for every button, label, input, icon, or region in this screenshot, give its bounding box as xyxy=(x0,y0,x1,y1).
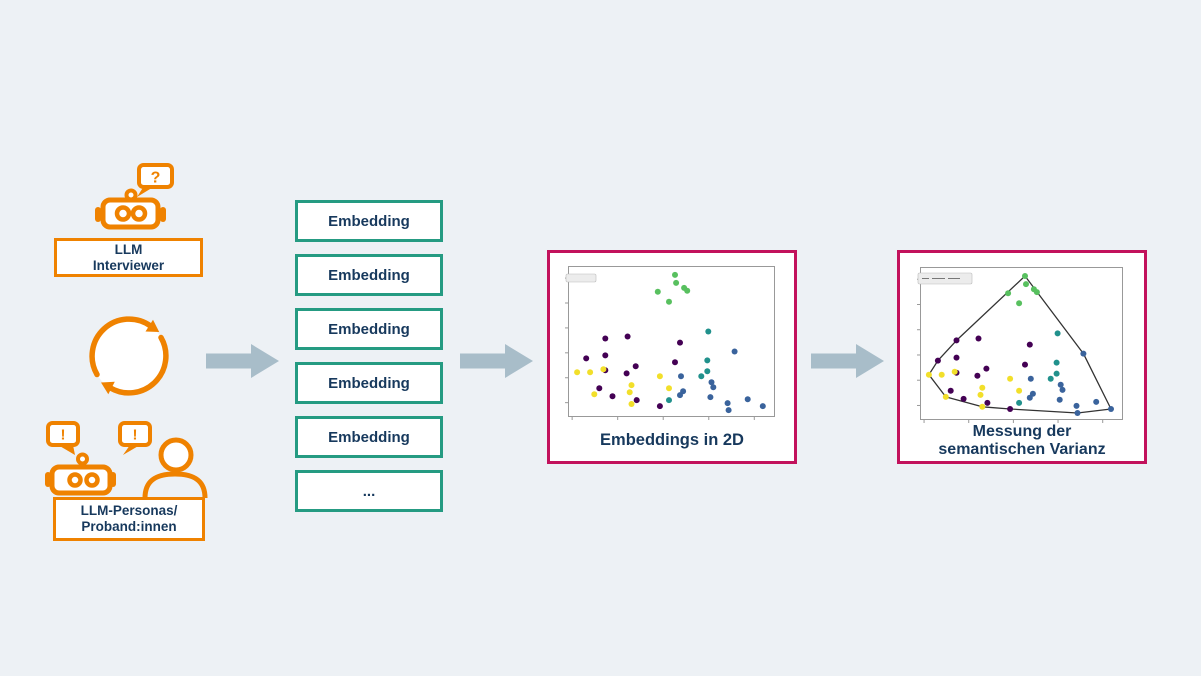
figure-semantic-variance: Messung der semantischen Varianz xyxy=(897,250,1147,464)
cycle-arc-bottom xyxy=(107,334,169,396)
robot2-antenna xyxy=(76,452,89,466)
person-head xyxy=(158,437,194,473)
llm-interviewer-line1: LLM xyxy=(114,241,143,257)
cycle-arrowhead-top xyxy=(145,319,160,332)
person-shoulders xyxy=(142,471,208,499)
robot-ear-left xyxy=(95,207,101,222)
robot2-eye-right xyxy=(84,472,100,488)
llm-interviewer-box: LLM Interviewer xyxy=(54,238,203,277)
figure-caption-variance-line2: semantischen Varianz xyxy=(938,441,1106,458)
cycle-arc-top xyxy=(89,316,153,378)
personas-icon-group: ! ! xyxy=(45,421,208,499)
cycle-arrowhead-bottom xyxy=(101,381,115,395)
robot-eye-right xyxy=(130,205,148,222)
speech-bubble xyxy=(137,163,174,189)
speech-bubble-robot-tail xyxy=(58,445,75,455)
robot-eye-left xyxy=(114,205,132,222)
llm-personas-line2: Proband:innen xyxy=(81,519,177,534)
figure-caption-variance-line1: Messung der xyxy=(972,423,1072,440)
exclamation-glyph-1: ! xyxy=(61,427,66,444)
embedding-box-ellipsis: ... xyxy=(295,470,443,512)
question-mark-glyph: ? xyxy=(151,170,161,187)
embedding-box-3: Embedding xyxy=(295,308,443,350)
flow-arrow-1 xyxy=(206,344,279,378)
robot-interviewer-icon: ? xyxy=(95,163,174,230)
speech-bubble-person-tail xyxy=(123,445,140,455)
embedding-box-4: Embedding xyxy=(295,362,443,404)
exclamation-glyph-2: ! xyxy=(133,427,138,444)
embedding-column: Embedding Embedding Embedding Embedding … xyxy=(295,200,443,512)
llm-interviewer-line2: Interviewer xyxy=(92,257,165,273)
embedding-box-5: Embedding xyxy=(295,416,443,458)
figure-caption-variance: Messung der semantischen Varianz xyxy=(900,423,1144,459)
embedding-box-1: Embedding xyxy=(295,200,443,242)
robot2-eye-left xyxy=(67,472,83,488)
llm-personas-line1: LLM-Personas/ xyxy=(80,503,178,518)
llm-personas-box: LLM-Personas/ Proband:innen xyxy=(53,497,205,541)
speech-bubble-tail xyxy=(137,186,155,197)
figure-embeddings-2d: Embeddings in 2D xyxy=(547,250,797,464)
flow-arrow-2 xyxy=(460,344,533,378)
flow-arrow-3 xyxy=(811,344,884,378)
robot-ear-right xyxy=(160,207,166,222)
scatter-plot-embeddings xyxy=(565,266,775,420)
scatter-plot-convex-hull xyxy=(917,267,1123,423)
figure-caption-embeddings: Embeddings in 2D xyxy=(600,431,744,449)
cycle-loop-icon xyxy=(89,316,169,396)
embedding-box-2: Embedding xyxy=(295,254,443,296)
